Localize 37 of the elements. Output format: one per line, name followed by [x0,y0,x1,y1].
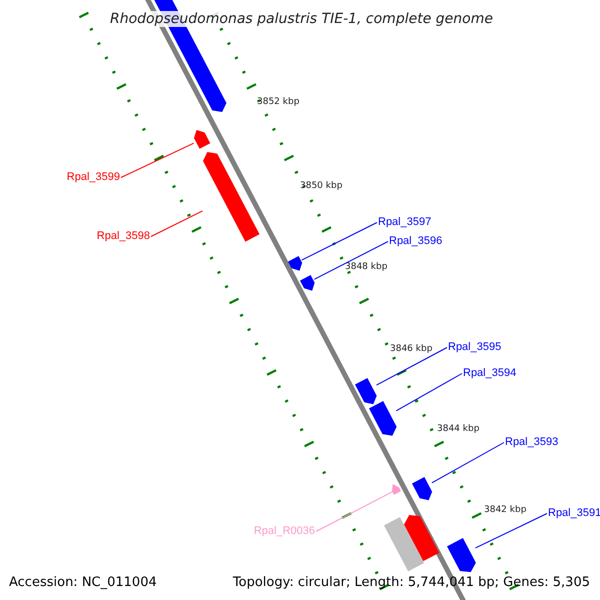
tick-label: 3850 kbp [300,182,342,191]
gene-feature [194,130,210,149]
gene-block [384,516,424,572]
gene-label: Rpal_3599 [66,172,120,183]
genome-info-text: Topology: circular; Length: 5,744,041 bp; Genes: 5,305 [232,576,590,589]
gene-label: Rpal_R0036 [254,526,315,537]
leader-line [301,222,378,261]
leader-line [120,142,194,178]
gene-feature [202,152,260,242]
tick-label: 3852 kbp [257,98,300,107]
gene-feature [354,378,376,404]
leader-line [376,347,448,386]
gene-label: Rpal_3593 [505,437,558,448]
gene-label: Rpal_3594 [463,368,516,379]
gene-feature [288,256,302,271]
leader-line [474,513,548,548]
gene-label: Rpal_3595 [448,342,502,353]
tick-label: 3848 kbp [345,263,388,272]
leader-line [316,491,393,532]
tick-label: 3846 kbp [390,345,432,354]
gene-label: Rpal_3598 [96,231,150,242]
title: Rhodopseudomonas palustris TIE-1, complete genome [110,11,493,27]
gene-label: Rpal_3597 [378,217,432,228]
leader-line [314,241,388,280]
gene-feature [368,401,396,436]
gene-feature [392,484,402,495]
tick-label: 3844 kbp [437,425,480,434]
gene-feature [446,538,476,572]
gene-feature [412,476,432,500]
leader-line [431,442,504,484]
accession-text: Accession: NC_011004 [9,576,157,589]
leader-line [150,210,203,237]
gene-feature [300,275,314,291]
tick-label: 3842 kbp [484,506,526,515]
leader-line [396,373,462,412]
gene-label: Rpal_3596 [389,236,442,247]
gene-feature [404,515,440,562]
